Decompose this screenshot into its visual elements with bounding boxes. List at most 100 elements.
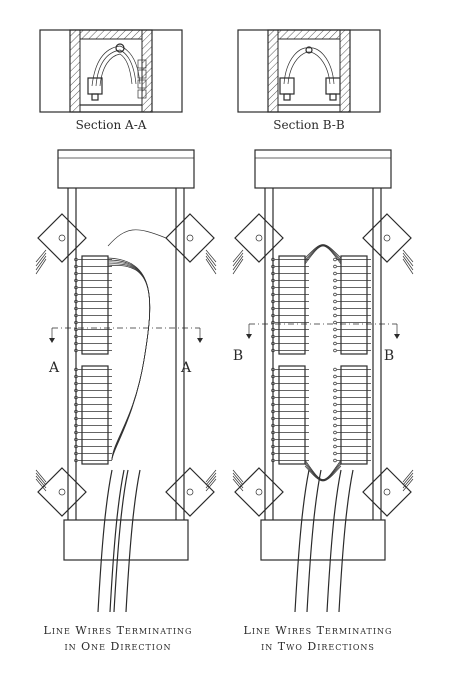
- strip-upper-right-terminal: [333, 341, 337, 346]
- wire-tail: [205, 249, 217, 263]
- strip-upper-left-terminal: [74, 306, 78, 311]
- strip-upper-left-terminal: [271, 278, 275, 283]
- bracket-top-left-bolt: [255, 234, 263, 242]
- cable-left-edge: [109, 469, 125, 613]
- strip-upper-left-terminal: [271, 257, 275, 262]
- wire-tail: [35, 469, 47, 483]
- wire-cross-top: [304, 244, 342, 259]
- wire-tail: [402, 255, 414, 271]
- wire-tail: [232, 472, 244, 486]
- wire-tail: [232, 478, 244, 492]
- strip-lower-left-terminal: [74, 430, 78, 435]
- strip-lower-right-terminal: [333, 458, 337, 463]
- cable-right: [326, 469, 342, 613]
- wire-tail: [232, 249, 244, 263]
- strip-upper-right-terminal: [333, 299, 337, 304]
- strip-upper-left-terminal: [74, 285, 78, 290]
- top-cap: [57, 149, 195, 189]
- section-b-drawing: [237, 29, 381, 113]
- strip-upper-right-terminal: [333, 292, 337, 297]
- wire-bundle: [107, 259, 151, 461]
- wire-tail: [35, 258, 47, 275]
- wire-tail: [402, 249, 414, 263]
- strip-lower-right-terminal: [333, 409, 337, 414]
- strip-upper-right-terminal: [333, 306, 337, 311]
- strip-lower-right: [340, 365, 368, 465]
- wire-tail: [232, 255, 244, 271]
- strip-lower-left-terminal: [271, 409, 275, 414]
- strip-lower-right-terminal: [333, 395, 337, 400]
- cable-right-edge: [338, 469, 354, 613]
- strip-upper-right-terminal: [333, 334, 337, 339]
- wire-tail: [402, 478, 414, 492]
- strip-upper-right-terminal: [333, 264, 337, 269]
- strip-upper-left-terminal: [271, 271, 275, 276]
- strip-upper-left-terminal: [271, 285, 275, 290]
- strip-lower-right-terminal: [333, 374, 337, 379]
- bracket-bottom-left: [37, 467, 87, 517]
- strip-upper-left: [278, 255, 306, 355]
- bracket-bottom-left: [234, 467, 284, 517]
- strip-upper-left-terminal: [74, 292, 78, 297]
- strip-lower-right-terminal: [333, 367, 337, 372]
- wire-tail: [402, 469, 414, 483]
- strip-lower-left-terminal: [74, 423, 78, 428]
- strip-upper-left-terminal: [271, 299, 275, 304]
- strip-upper-left-terminal: [271, 264, 275, 269]
- strip-upper-left-terminal: [271, 348, 275, 353]
- wire-tail: [205, 258, 217, 275]
- right-caption-line-1: Line Wires Terminating: [243, 624, 393, 637]
- wire-tail: [205, 475, 217, 489]
- strip-upper-left-terminal: [271, 341, 275, 346]
- bracket-bottom-right: [362, 467, 412, 517]
- strip-upper-left-terminal: [74, 320, 78, 325]
- cut-arrowhead-left: [246, 334, 252, 339]
- wire-tail: [35, 255, 47, 271]
- strip-lower-left-terminal: [271, 444, 275, 449]
- wire-cross-top: [304, 244, 342, 261]
- strip-upper-left-terminal: [271, 313, 275, 318]
- strip-lower-left-terminal: [74, 458, 78, 463]
- strip-upper-left-terminal: [74, 257, 78, 262]
- bracket-top-right: [362, 213, 412, 263]
- strip-upper-left-terminal: [74, 348, 78, 353]
- strip-lower-left: [81, 365, 109, 465]
- strip-lower-right-terminal: [333, 416, 337, 421]
- wire-cross-bottom: [304, 459, 342, 480]
- left-cut-label-left: A: [48, 360, 60, 376]
- wire-tail: [205, 252, 217, 267]
- bracket-bottom-right-bolt: [186, 488, 194, 496]
- bracket-bottom-right-bolt: [383, 488, 391, 496]
- strip-lower-left-terminal: [271, 367, 275, 372]
- wire-tail: [232, 258, 244, 275]
- bracket-bottom-left-bolt: [255, 488, 263, 496]
- strip-upper-left-terminal: [74, 334, 78, 339]
- strip-lower-left-terminal: [271, 374, 275, 379]
- strip-lower-right-terminal: [333, 381, 337, 386]
- strip-upper-left-terminal: [271, 320, 275, 325]
- wire-top-arc: [107, 229, 167, 247]
- bracket-top-right-bolt: [383, 234, 391, 242]
- strip-lower-right-terminal: [333, 444, 337, 449]
- wire-tail: [205, 472, 217, 486]
- left-terminal-assembly: [35, 149, 217, 613]
- strip-lower-left-terminal: [74, 374, 78, 379]
- cut-arrowhead-right: [394, 334, 400, 339]
- wire-tail: [205, 255, 217, 271]
- wire-bundle: [107, 257, 151, 461]
- wire-tail: [205, 469, 217, 483]
- cable-right: [113, 469, 129, 613]
- strip-upper-left-terminal: [74, 299, 78, 304]
- section-a-title: Section A-A: [76, 118, 147, 132]
- wire-tail: [35, 475, 47, 489]
- wire-tail: [35, 478, 47, 492]
- strip-upper-right-terminal: [333, 285, 337, 290]
- wire-cross-top: [304, 245, 342, 263]
- strip-lower-left: [278, 365, 306, 465]
- strip-lower-left-terminal: [74, 416, 78, 421]
- left-caption-line-2: in One Direction: [64, 640, 172, 653]
- right-cut-label-right: B: [384, 348, 394, 364]
- bracket-top-left: [234, 213, 284, 263]
- strip-upper-left: [81, 255, 109, 355]
- strip-lower-left-terminal: [74, 409, 78, 414]
